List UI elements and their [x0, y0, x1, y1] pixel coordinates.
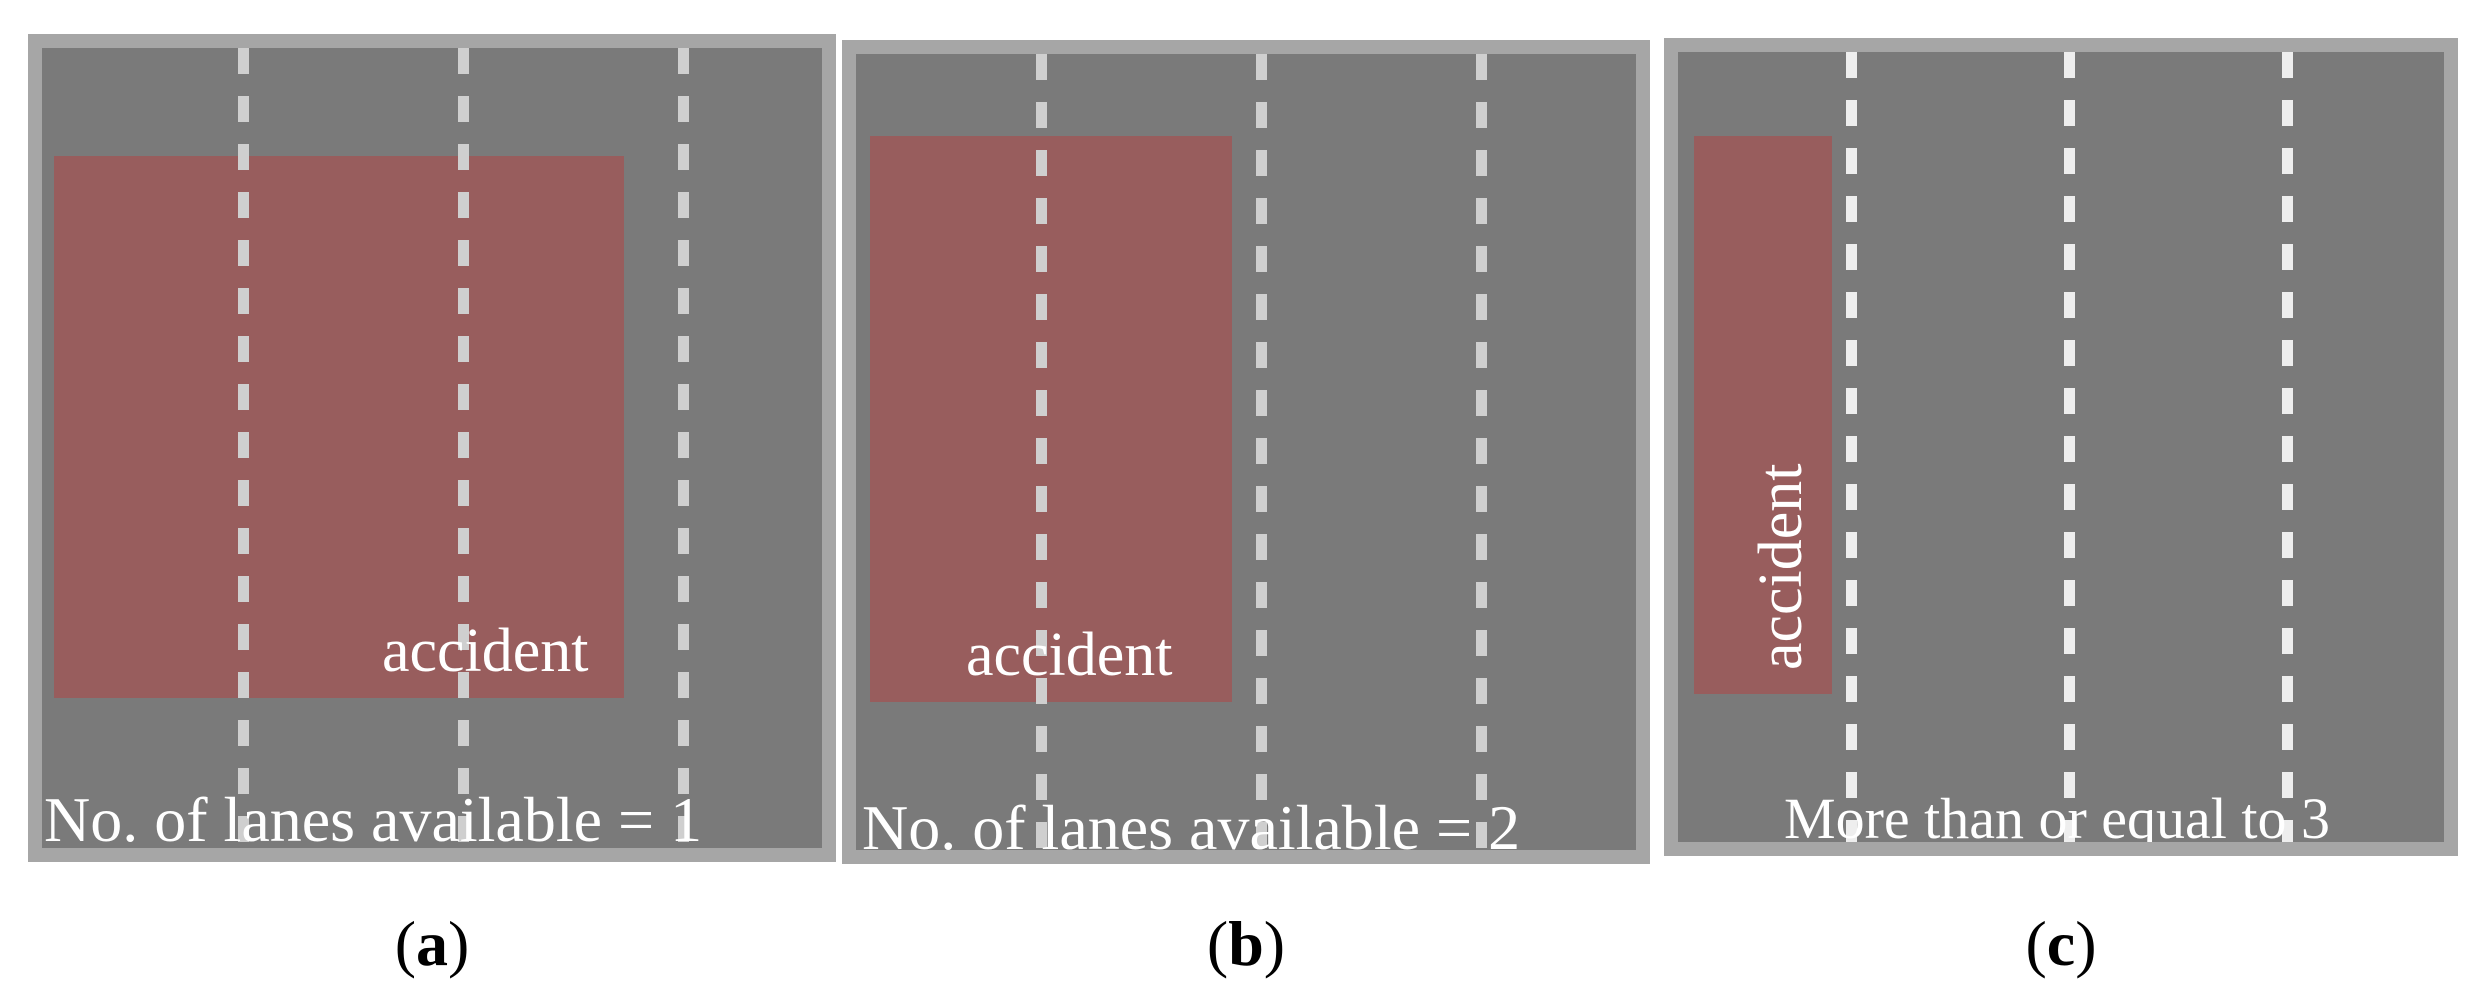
road-panel-b: accident No. of lanes available = 2	[842, 40, 1650, 864]
lane-divider	[238, 48, 249, 848]
lane-divider	[678, 48, 689, 848]
lane-divider	[2282, 52, 2293, 842]
subfigure-label-b: (b)	[1206, 908, 1286, 979]
subfigure-label-a: (a)	[394, 908, 470, 979]
subfigure-label-c: (c)	[2025, 908, 2097, 979]
lane-divider	[458, 48, 469, 848]
lane-divider	[1476, 54, 1487, 850]
accident-label: accident	[966, 621, 1173, 689]
accident-zone	[870, 136, 1232, 702]
lane-divider	[1256, 54, 1267, 850]
lane-divider	[2064, 52, 2075, 842]
lanes-available-caption: No. of lanes available = 1	[44, 784, 703, 855]
lanes-available-caption: More than or equal to 3	[1784, 786, 2331, 851]
lane-divider	[1846, 52, 1857, 842]
accident-zone	[54, 156, 624, 698]
road-panel-c: accident More than or equal to 3	[1664, 38, 2458, 856]
road-panel-a: accident No. of lanes available = 1	[28, 34, 836, 862]
accident-label: accident	[1747, 463, 1815, 670]
lane-divider	[1036, 54, 1047, 850]
accident-zone	[1694, 136, 1832, 694]
accident-label: accident	[382, 617, 589, 685]
lanes-available-caption: No. of lanes available = 2	[862, 792, 1521, 863]
